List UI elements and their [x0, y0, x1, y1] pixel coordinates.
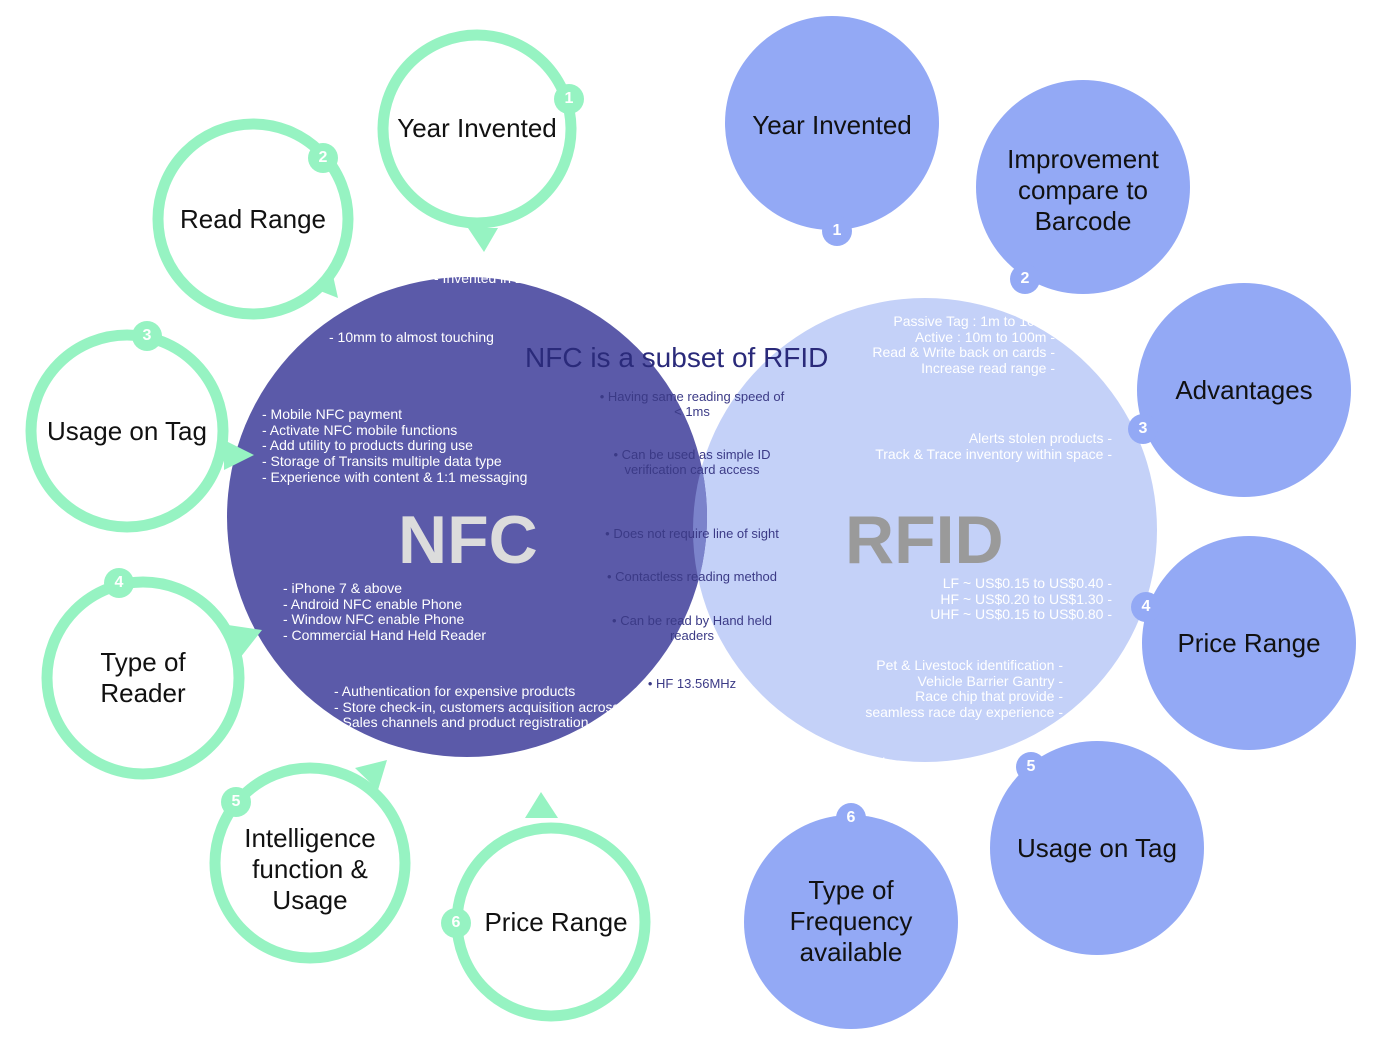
- rfid-bubble-1-label: Year Invented: [752, 110, 912, 140]
- nfc-bubble-2-shape: [152, 118, 354, 320]
- rfid-bubble-2-shape: [976, 80, 1190, 294]
- rfid-bubble-1-shape: [725, 16, 939, 230]
- nfc-badge-1: 1: [554, 84, 584, 114]
- nfc-note-reader: - iPhone 7 & above - Android NFC enable …: [283, 580, 487, 644]
- nfc-title: NFC: [398, 502, 538, 578]
- rfid-bubble-5-label: Usage on Tag: [1017, 833, 1177, 863]
- nfc-bubble-3-shape: [25, 329, 254, 533]
- rfid-badge-6: 6: [836, 803, 866, 833]
- nfc-bubble-4-label: Type of Reader: [100, 647, 186, 709]
- nfc-bubble-1-shape: [377, 29, 577, 252]
- rfid-badge-4: 4: [1131, 592, 1161, 622]
- rfid-badge-1: 1: [822, 216, 852, 246]
- subset-caption: NFC is a subset of RFID: [525, 342, 829, 373]
- rfid-bubble-3-shape: [1137, 283, 1351, 497]
- common-note-5: • Can be read by Hand held readers: [612, 613, 772, 643]
- common-note-4: • Contactless reading method: [606, 569, 778, 584]
- rfid-bubble-3-label: Advantages: [1175, 375, 1313, 405]
- nfc-bubble-4-shape: [41, 576, 262, 780]
- nfc-note-usage: - Mobile NFC payment - Activate NFC mobi…: [262, 406, 528, 485]
- rfid-note-price: LF ~ US$0.15 to US$0.40 - HF ~ US$0.20 t…: [930, 575, 1112, 623]
- nfc-bubble-6-label: Price Range: [484, 907, 628, 937]
- nfc-bubble-5-shape: [209, 760, 411, 964]
- nfc-badge-4: 4: [104, 568, 134, 598]
- rfid-badge-5: 5: [1016, 752, 1046, 782]
- rfid-note-frequency: UHF 860 ~ 960 MHz - LF 125KHz -: [764, 754, 901, 786]
- rfid-note-usage: Pet & Livestock identification - Vehicle…: [865, 657, 1063, 721]
- rfid-badge-2: 2: [1010, 264, 1040, 294]
- nfc-badge-2: 2: [308, 143, 338, 173]
- rfid-title: RFID: [845, 502, 1004, 578]
- rfid-note-advantages: Alerts stolen products - Track & Trace i…: [875, 430, 1112, 462]
- rfid-bubble-2-label: Improvement compare to Barcode: [1007, 144, 1159, 237]
- common-note-3: • Does not require line of sight: [605, 526, 779, 541]
- nfc-circle: [227, 277, 707, 757]
- rfid-bubble-4-shape: [1142, 536, 1356, 750]
- nfc-badge-5: 5: [221, 787, 251, 817]
- nfc-bubble-3-label: Usage on Tag: [47, 416, 207, 446]
- rfid-circle: [693, 298, 1157, 762]
- rfid-badge-3: 3: [1128, 414, 1158, 444]
- rfid-note-year: Invented in 1980 -: [789, 271, 902, 287]
- common-note-6: • HF 13.56MHz: [647, 676, 737, 691]
- rfid-bubble-4-label: Price Range: [1177, 628, 1321, 658]
- nfc-bubble-1-label: Year Invented: [397, 113, 557, 143]
- nfc-badge-6: 6: [441, 908, 471, 938]
- rfid-bubble-5-shape: [990, 741, 1204, 955]
- nfc-bubble-6-shape: [451, 792, 651, 1022]
- rfid-note-improvement: Passive Tag : 1m to 10m - Active : 10m t…: [872, 313, 1055, 377]
- nfc-bubble-2-label: Read Range: [180, 204, 326, 234]
- nfc-note-range: - 10mm to almost touching: [329, 329, 494, 345]
- nfc-badge-3: 3: [132, 321, 162, 351]
- nfc-note-intelligence: - Authentication for expensive products …: [334, 683, 620, 731]
- nfc-note-year: - Invented in 2002: [434, 270, 547, 286]
- common-note-2: • Can be used as simple ID verification …: [613, 447, 771, 477]
- nfc-note-price: - US$0.20 to US$0.55: [460, 763, 597, 779]
- rfid-bubble-6-shape: [744, 815, 958, 1029]
- common-note-1: • Having same reading speed of < 1ms: [599, 389, 785, 419]
- nfc-bubble-5-label: Intelligence function & Usage: [244, 823, 376, 916]
- rfid-bubble-6-label: Type of Frequency available: [789, 875, 913, 968]
